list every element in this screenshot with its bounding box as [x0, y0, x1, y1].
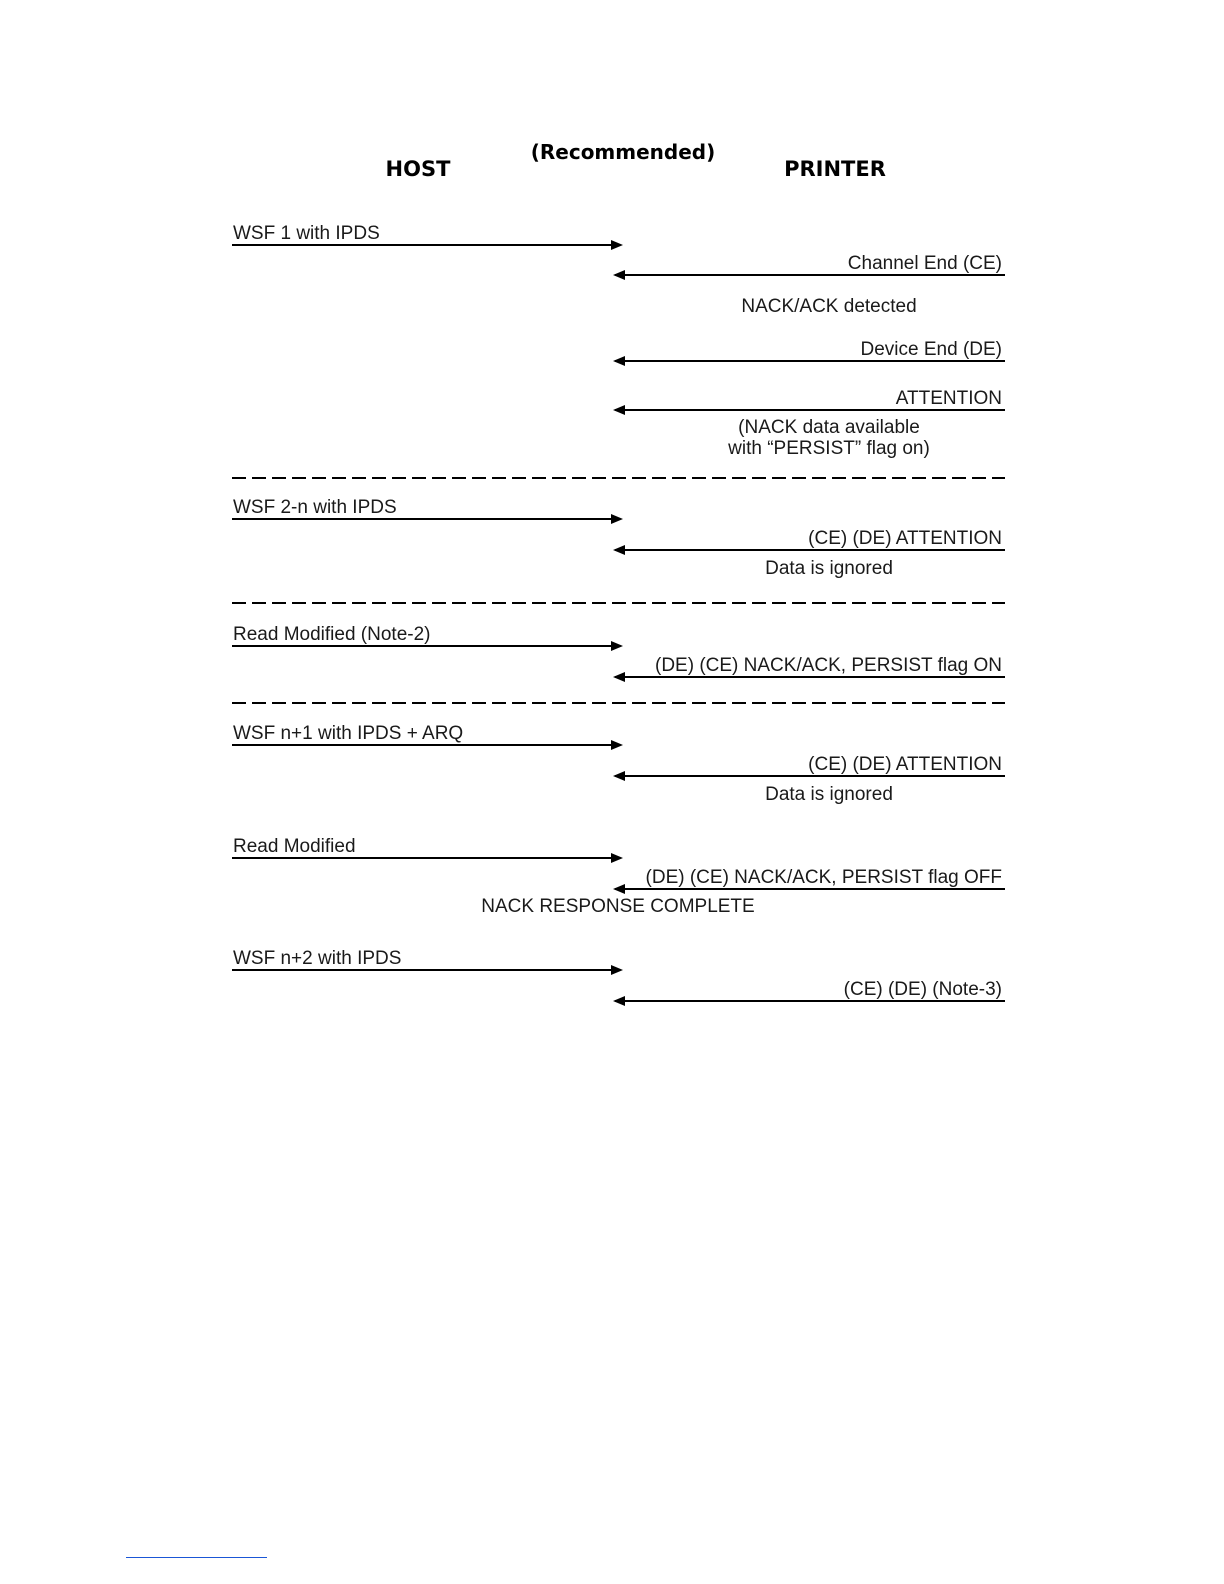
message-label: (CE) (DE) (Note-3): [844, 979, 1002, 1000]
arrowhead-right-icon: [611, 514, 623, 524]
arrowhead-left-icon: [613, 884, 625, 894]
message-label: WSF 2-n with IPDS: [233, 497, 397, 518]
message-label: WSF n+1 with IPDS + ARQ: [233, 723, 463, 744]
arrowhead-left-icon: [613, 672, 625, 682]
message-label: (DE) (CE) NACK/ACK, PERSIST flag OFF: [646, 867, 1002, 888]
note-text: Data is ignored: [765, 558, 893, 579]
message-label: (CE) (DE) ATTENTION: [808, 528, 1002, 549]
footnote-rule: [126, 1557, 267, 1558]
arrowhead-left-icon: [613, 771, 625, 781]
note-text: (NACK data available: [738, 417, 920, 438]
recommended-label: (Recommended): [531, 140, 716, 164]
arrowhead-left-icon: [613, 996, 625, 1006]
arrowhead-left-icon: [613, 270, 625, 280]
arrowhead-right-icon: [611, 965, 623, 975]
message-label: Device End (DE): [861, 339, 1003, 360]
message-label: Channel End (CE): [848, 253, 1002, 274]
printer-header: PRINTER: [784, 157, 886, 181]
message-label: (CE) (DE) ATTENTION: [808, 754, 1002, 775]
arrowhead-right-icon: [611, 240, 623, 250]
note-text: with “PERSIST” flag on): [727, 438, 930, 459]
message-label: Read Modified: [233, 836, 356, 857]
host-header: HOST: [386, 157, 452, 181]
steps-layer: WSF 1 with IPDS Channel End (CE) NACK/ACK …: [232, 223, 1005, 1006]
arrowhead-right-icon: [611, 740, 623, 750]
message-label: (DE) (CE) NACK/ACK, PERSIST flag ON: [655, 655, 1002, 676]
status-text: NACK RESPONSE COMPLETE: [481, 896, 754, 917]
arrowhead-right-icon: [611, 641, 623, 651]
message-label: WSF 1 with IPDS: [233, 223, 380, 244]
message-label: WSF n+2 with IPDS: [233, 948, 401, 969]
arrowhead-right-icon: [611, 853, 623, 863]
message-label: Read Modified (Note-2): [233, 624, 430, 645]
note-text: NACK/ACK detected: [741, 296, 916, 317]
message-label: ATTENTION: [896, 388, 1002, 409]
note-text: Data is ignored: [765, 784, 893, 805]
arrowhead-left-icon: [613, 356, 625, 366]
arrowhead-left-icon: [613, 405, 625, 415]
arrowhead-left-icon: [613, 545, 625, 555]
